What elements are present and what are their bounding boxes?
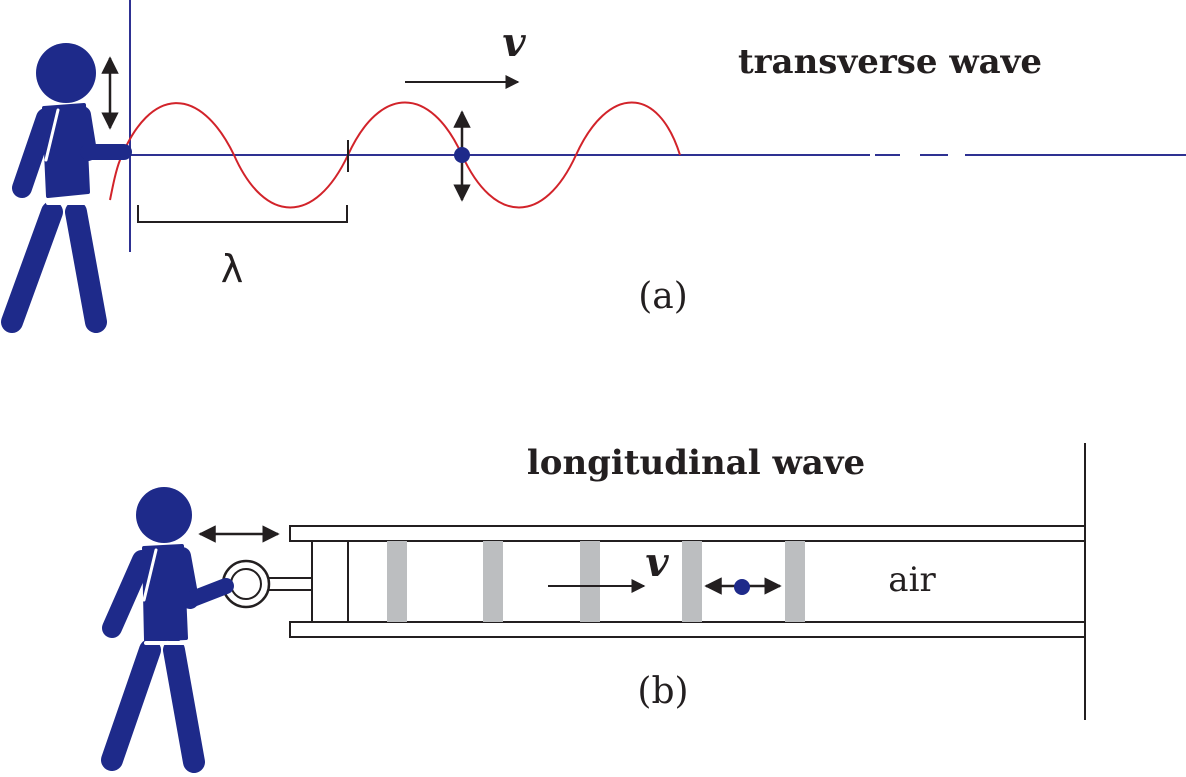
- particle-dot-icon: [454, 147, 470, 163]
- panel-a: λ v transverse wave (a): [1, 0, 1186, 333]
- walking-person-icon-b: [101, 487, 234, 773]
- tube-top-wall: [289, 525, 1086, 542]
- transverse-wave-title: transverse wave: [738, 42, 1042, 82]
- air-particle-dot-icon: [734, 579, 750, 595]
- panel-a-caption: (a): [638, 276, 688, 317]
- velocity-label-a: v: [502, 19, 526, 66]
- air-label: air: [888, 560, 936, 600]
- panel-b-caption: (b): [637, 671, 688, 712]
- transverse-wave-curve: [109, 101, 681, 209]
- wavelength-label: λ: [221, 247, 244, 291]
- tube-bottom-wall: [289, 621, 1086, 638]
- compression-bands: [387, 541, 805, 622]
- panel-b: v air longitudinal wave (b): [101, 443, 1086, 773]
- longitudinal-wave-title: longitudinal wave: [527, 443, 865, 483]
- piston: [311, 540, 349, 623]
- walking-person-icon: [1, 43, 132, 333]
- velocity-label-b: v: [645, 539, 669, 586]
- wavelength-bracket: [137, 205, 348, 223]
